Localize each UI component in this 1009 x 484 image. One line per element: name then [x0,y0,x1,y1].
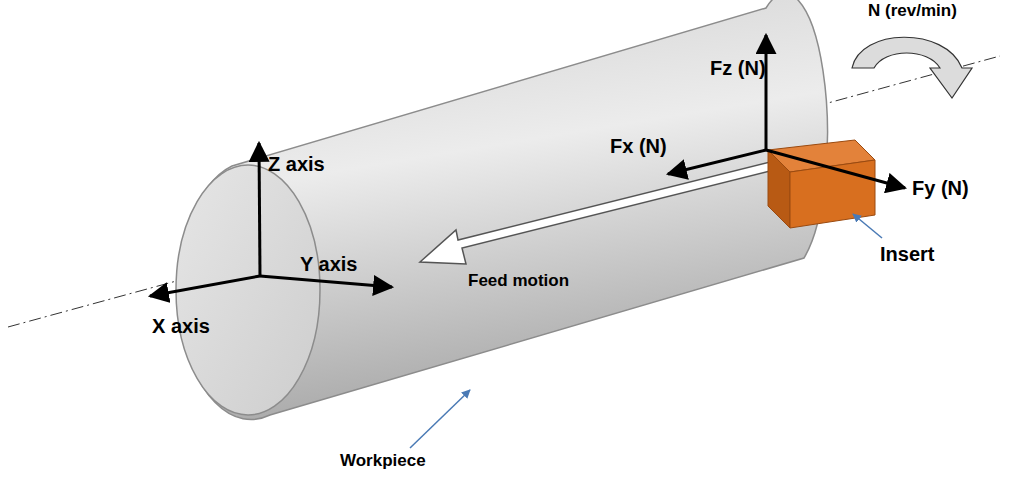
x-axis-arrow [150,276,260,296]
motion-label: Feed motion [468,272,569,289]
fx-arrow [668,150,766,174]
fy-arrow [766,150,905,188]
feed-motion-arrow [420,160,782,264]
fz-arrow [765,35,768,150]
axis-label: Y axis [300,254,357,274]
part-label: Insert [880,244,934,264]
insert-tool [768,140,875,228]
z-axis-arrow [259,143,260,276]
force-label: Fz (N) [710,58,766,78]
rotation-label: N (rev/min) [868,2,957,19]
rotation-arrow [852,37,972,98]
y-axis-arrow [260,276,392,287]
workpiece-end-face [176,165,320,415]
force-label: Fy (N) [912,178,969,198]
axis-label: Z axis [268,154,325,174]
force-label: Fx (N) [610,136,667,156]
part-label: Workpiece [340,452,426,469]
workpiece-leader [410,390,470,448]
axis-label: X axis [152,316,210,336]
insert-leader [853,214,882,238]
